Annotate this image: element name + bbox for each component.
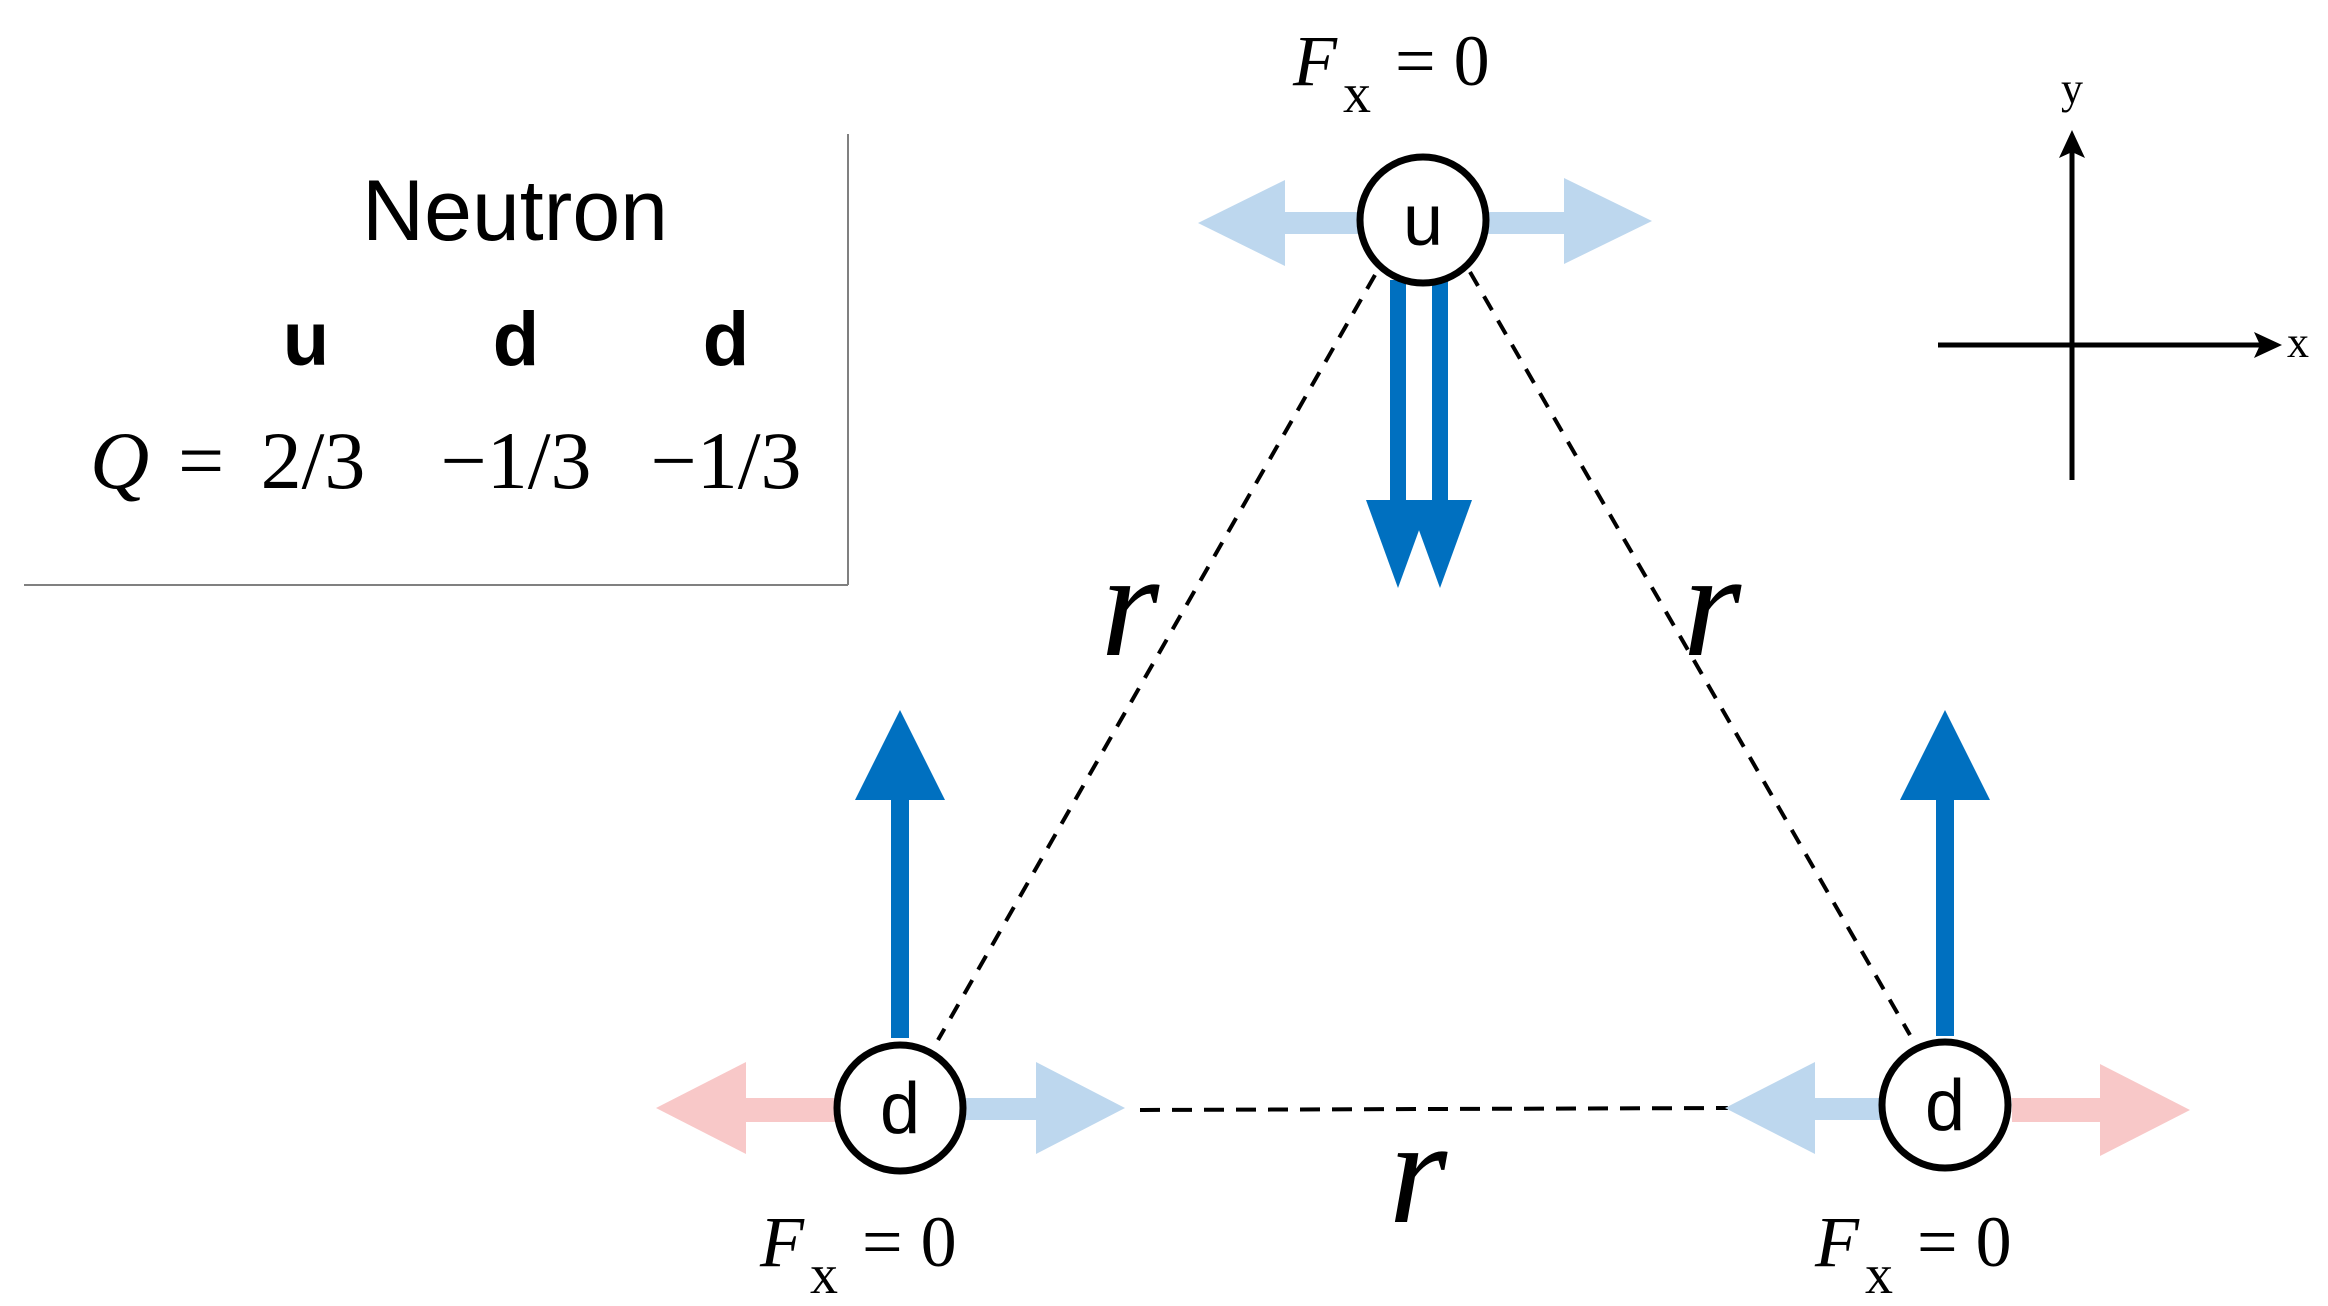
force-label-bottom-right-sub: x [1865, 1244, 1893, 1306]
legend-charge-symbol: Q [90, 415, 149, 506]
quark-bottom-left-circle [833, 1041, 967, 1175]
distance-right-label: r [1683, 522, 1742, 688]
force-label-bottom-left: F x = 0 [759, 1202, 957, 1306]
quark-top-label: u [1403, 181, 1443, 261]
edge-bottom [1139, 1106, 1729, 1112]
quark-bottom-left-label: d [880, 1069, 920, 1149]
arrow-up-icon [855, 710, 945, 800]
x-axis-label: x [2287, 318, 2309, 367]
arrow-down-icon [1408, 500, 1472, 588]
legend-charge-eq: = [178, 415, 224, 506]
arrow-right-icon [1036, 1062, 1125, 1154]
quark-bottom-right-label: d [1925, 1066, 1965, 1146]
arrow-right-icon [2100, 1064, 2190, 1156]
legend-charge-2: −1/3 [440, 415, 591, 506]
bottom-left-quark-forces [656, 710, 1125, 1154]
legend-box [24, 134, 849, 586]
arrow-left-icon [1198, 180, 1285, 266]
quark-bottom-right: d [1878, 1038, 2012, 1172]
triangle-edges [936, 271, 1912, 1112]
arrow-right-icon [1564, 178, 1652, 264]
coordinate-axes [1938, 130, 2282, 480]
quark-top-circle [1356, 153, 1490, 287]
force-label-top-sub: x [1343, 63, 1371, 125]
force-label-bottom-left-value: = 0 [862, 1202, 957, 1282]
legend-charge-1: 2/3 [261, 415, 366, 506]
bottom-right-quark-forces [1725, 710, 2190, 1156]
quark-bottom-right-circle [1878, 1038, 2012, 1172]
distance-bottom-label: r [1389, 1089, 1448, 1255]
arrow-down-icon [1366, 500, 1430, 588]
quark-bottom-left: d [833, 1041, 967, 1175]
force-label-bottom-right-value: = 0 [1917, 1202, 2012, 1282]
y-axis-arrowhead-icon [2059, 130, 2085, 158]
arrow-up-icon [1900, 710, 1990, 800]
legend-charge-3: −1/3 [650, 415, 801, 506]
force-label-top-value: = 0 [1395, 21, 1490, 101]
legend-title: Neutron [362, 163, 668, 259]
arrow-left-icon [1725, 1062, 1815, 1154]
force-label-bottom-right-symbol: F [1814, 1202, 1860, 1282]
edge-left [936, 274, 1377, 1041]
y-axis-label: y [2061, 64, 2083, 113]
legend-quark-1: u [283, 297, 329, 382]
legend-quark-2: d [493, 297, 539, 382]
force-label-top-symbol: F [1292, 21, 1338, 101]
force-label-bottom-left-symbol: F [759, 1202, 805, 1282]
distance-left-label: r [1101, 522, 1160, 688]
legend-quark-3: d [703, 297, 749, 382]
x-axis-arrowhead-icon [2254, 332, 2282, 358]
quark-top: u [1356, 153, 1490, 287]
arrow-left-icon [656, 1062, 746, 1154]
top-quark-x-forces [1198, 178, 1652, 266]
force-label-top: F x = 0 [1292, 21, 1490, 125]
edge-right [1468, 271, 1912, 1036]
top-quark-y-forces [1366, 280, 1472, 588]
force-label-bottom-left-sub: x [810, 1244, 838, 1306]
force-label-bottom-right: F x = 0 [1814, 1202, 2012, 1306]
